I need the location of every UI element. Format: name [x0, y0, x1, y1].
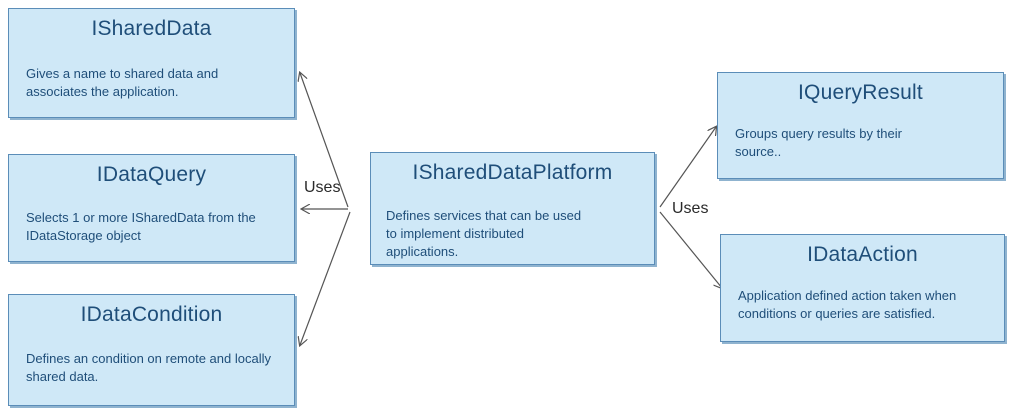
- node-description: Defines services that can be used to imp…: [386, 208, 582, 259]
- node-title: IQueryResult: [798, 81, 923, 104]
- edge-label-left-uses: Uses: [304, 179, 341, 196]
- node-description: Application defined action taken when co…: [738, 288, 957, 321]
- node-idataquery: IDataQuery Selects 1 or more ISharedData…: [8, 154, 295, 262]
- node-title: ISharedData: [91, 17, 212, 40]
- node-idataaction: IDataAction Application defined action t…: [720, 234, 1005, 342]
- connector-platform-to-datacondition: [300, 211, 351, 345]
- connector-platform-to-dataaction: [659, 211, 722, 288]
- node-description: Gives a name to shared data and associat…: [26, 66, 219, 99]
- connector-platform-to-shareddata: [300, 73, 349, 208]
- edge-label-right-uses: Uses: [672, 200, 709, 217]
- node-ishareddataplatform: ISharedDataPlatform Defines services tha…: [370, 152, 655, 265]
- node-description: Selects 1 or more ISharedData from the I…: [26, 210, 256, 243]
- node-title: IDataAction: [807, 243, 918, 266]
- node-title: ISharedDataPlatform: [412, 161, 613, 184]
- node-title: IDataCondition: [80, 303, 223, 326]
- node-idatacondition: IDataCondition Defines an condition on r…: [8, 294, 295, 406]
- connector-platform-to-queryresult: [659, 127, 716, 208]
- node-description: Groups query results by their source..: [735, 126, 902, 159]
- node-title: IDataQuery: [96, 163, 207, 186]
- node-ishareddata: ISharedData Gives a name to shared data …: [8, 8, 295, 118]
- node-description: Defines an condition on remote and local…: [26, 351, 271, 384]
- node-iqueryresult: IQueryResult Groups query results by the…: [717, 72, 1004, 179]
